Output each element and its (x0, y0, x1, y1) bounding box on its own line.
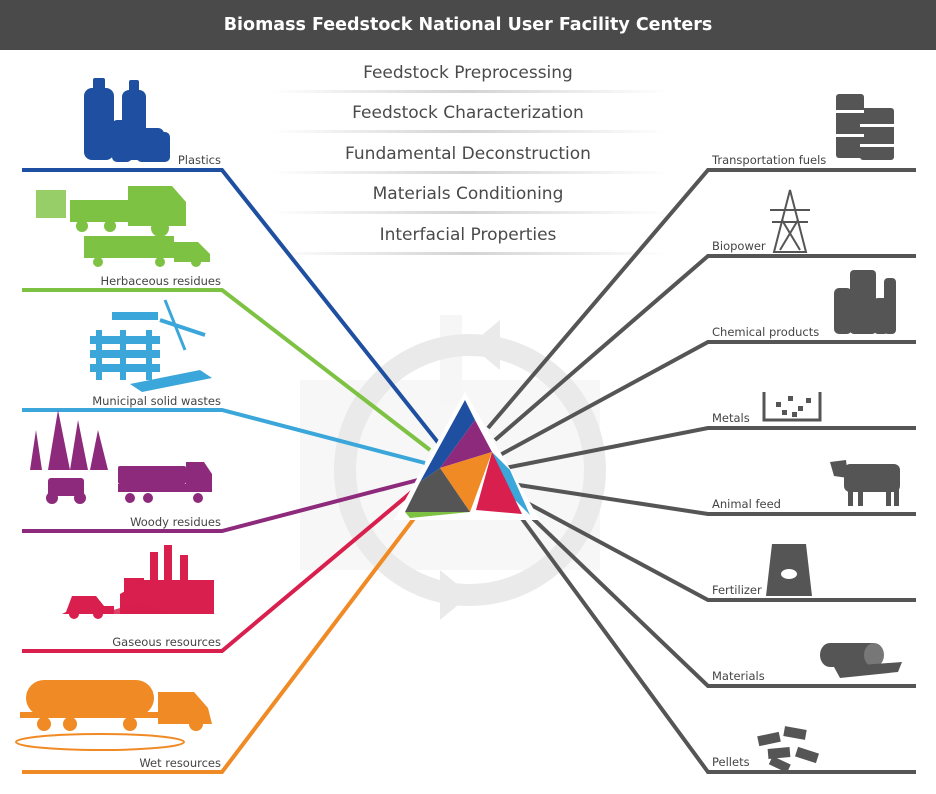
product-label-chemical-products: Chemical products (712, 325, 820, 339)
prism-triangle-icon (394, 392, 540, 520)
product-line-metals (504, 426, 916, 470)
plastic-bottles-icon (84, 78, 170, 162)
feedstock-line-herbaceous-residues (22, 288, 432, 452)
product-label-fertilizer: Fertilizer (712, 583, 762, 597)
product-label-materials: Materials (712, 669, 765, 683)
fertilizer-bag-icon (766, 544, 812, 596)
product-label-pellets: Pellets (712, 755, 750, 769)
feedstock-label-municipal-solid-wastes: Municipal solid wastes (92, 394, 221, 408)
page-title: Biomass Feedstock National User Facility… (0, 0, 936, 50)
product-line-chemical-products (499, 340, 916, 457)
product-label-biopower: Biopower (712, 239, 766, 253)
feedstock-line-woody-residues (22, 478, 419, 533)
feedstock-line-wet-resources (22, 498, 430, 774)
feedstock-line-municipal-solid-wastes (22, 408, 426, 465)
trees-logging-truck-icon (30, 410, 212, 504)
material-roll-icon (820, 643, 902, 678)
feedstock-line-plastics (22, 168, 442, 447)
chemical-bottles-icon (834, 270, 896, 334)
tanker-truck-icon (15, 680, 212, 751)
product-label-metals: Metals (712, 411, 750, 425)
product-label-transportation-fuels: Transportation fuels (712, 153, 827, 167)
metals-bin-icon (762, 392, 822, 422)
pellets-icon (757, 726, 820, 773)
power-tower-icon (770, 189, 810, 253)
factory-bulldozer-icon (62, 545, 214, 619)
center-materials-conditioning: Materials Conditioning (240, 182, 696, 214)
center-feedstock-characterization: Feedstock Characterization (240, 101, 696, 133)
feedstock-connector-lines (22, 168, 442, 774)
product-connector-lines (486, 168, 916, 774)
product-line-animal-feed (511, 482, 916, 516)
center-feedstock-preprocessing: Feedstock Preprocessing (240, 61, 696, 93)
feedstock-label-gaseous-resources: Gaseous resources (112, 635, 221, 649)
feedstock-label-plastics: Plastics (177, 153, 221, 167)
feedstock-label-wet-resources: Wet resources (139, 756, 221, 770)
product-line-fertilizer (517, 496, 916, 602)
fuel-barrels-icon (836, 94, 894, 160)
product-line-transportation-fuels (486, 168, 916, 430)
product-label-animal-feed: Animal feed (712, 497, 781, 511)
product-line-materials (520, 506, 916, 688)
harvester-truck-icon (36, 186, 210, 267)
feedstock-line-gaseous-resources (22, 488, 416, 653)
feedstock-label-woody-residues: Woody residues (130, 515, 221, 529)
product-line-pellets (518, 514, 916, 774)
product-line-biopower (493, 254, 916, 442)
pallets-icon (90, 299, 212, 392)
cow-icon (830, 460, 900, 506)
center-fundamental-deconstruction: Fundamental Deconstruction (240, 142, 696, 174)
center-interfacial-properties: Interfacial Properties (240, 223, 696, 255)
feedstock-label-herbaceous-residues: Herbaceous residues (100, 274, 221, 288)
